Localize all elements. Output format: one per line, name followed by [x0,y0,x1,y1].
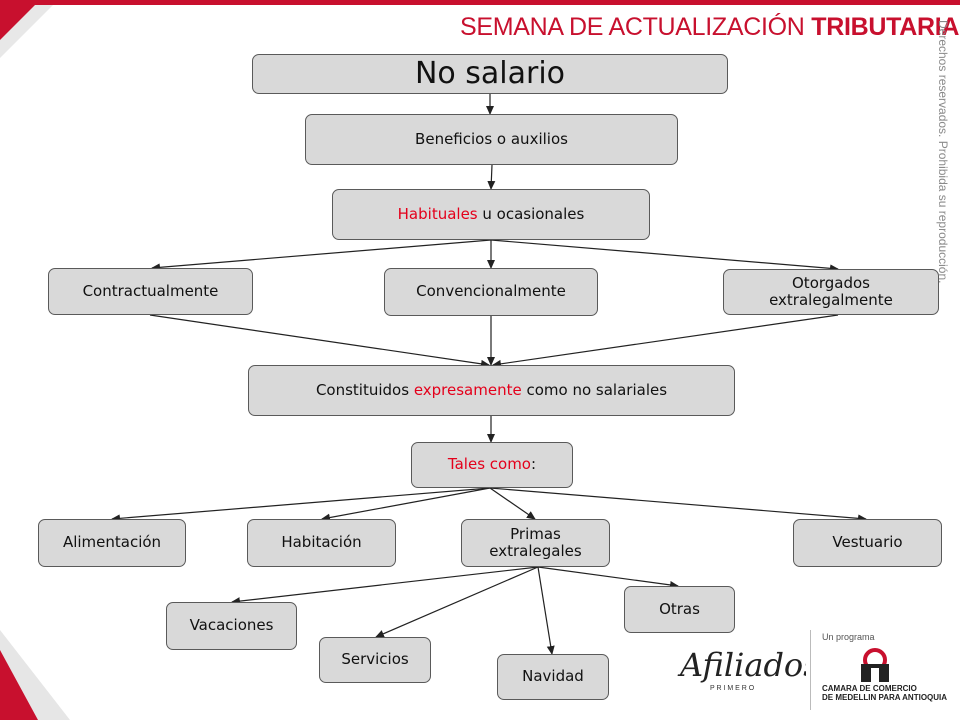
node-tales-colon: : [531,455,537,474]
edge-primas-otras [537,566,679,589]
node-otorgados: Otorgados extralegalmente [723,269,939,315]
node-no-salario-label: No salario [414,55,566,91]
edge-tales-alimentacion [111,487,491,523]
corner-decoration-red [0,0,40,40]
camara-name-line1: CAMARA DE COMERCIO [822,684,917,693]
edge-otorgados-constituidos [492,314,839,368]
node-tales-red-words: Tales como [447,455,531,474]
node-habituales: Habituales u ocasionales [332,189,650,240]
bottom-corner-decoration-red [0,650,38,720]
node-habitacion-label: Habitación [281,533,362,552]
node-habituales-rest: u ocasionales [477,204,585,223]
node-contractualmente-label: Contractualmente [82,281,219,300]
edge-primas-vacaciones [231,566,539,606]
header-title: SEMANA DE ACTUALIZACIÓN TRIBUTARIA [460,13,959,42]
edge-tales-habitacion [321,487,491,522]
node-beneficios-label: Beneficios o auxilios [415,129,568,148]
primero-text: P R I M E R O [710,685,755,692]
node-servicios-label: Servicios [341,650,409,669]
node-vestuario: Vestuario [793,519,942,567]
node-vacaciones: Vacaciones [166,602,297,650]
edge-contractual-constituidos [149,314,490,368]
node-vestuario-label: Vestuario [832,533,903,552]
node-no-salario: No salario [252,54,728,94]
node-constituidos-red-word: expresamente [413,380,522,399]
camara-logo-icon [855,648,895,684]
footer-divider [810,630,811,710]
node-vacaciones-label: Vacaciones [189,616,274,635]
edge-primas-navidad [537,566,555,655]
node-alimentacion-label: Alimentación [62,533,162,552]
node-otras-label: Otras [659,599,700,618]
node-servicios: Servicios [319,637,431,683]
afiliados-primero-logo: Afiliados P R I M E R O [676,630,820,710]
node-constituidos-part-a: Constituidos [315,380,414,399]
camara-name: CAMARA DE COMERCIO DE MEDELLIN PARA ANTI… [822,684,948,703]
node-convencionalmente-label: Convencionalmente [416,282,566,301]
edge-tales-primas [489,487,536,520]
programa-label: Un programa [822,632,875,642]
node-habituales-red-word: Habituales [397,204,478,223]
node-constituidos: Constituidos expresamente como no salari… [248,365,735,416]
afiliados-script-text: Afiliados [677,646,806,684]
node-tales-como: Tales como: [411,442,573,488]
header-title-bold: TRIBUTARIA [811,13,960,41]
node-habitacion: Habitación [247,519,396,567]
edge-habituales-otorgados [490,239,839,273]
node-otorgados-label: Otorgados extralegalmente [769,273,893,309]
node-contractualmente: Contractualmente [48,268,253,315]
node-primas: Primas extralegales [461,519,610,567]
node-navidad: Navidad [497,654,609,700]
top-accent-bar [0,0,960,5]
camara-name-line2: DE MEDELLIN PARA ANTIOQUIA [822,692,948,702]
header-title-regular: SEMANA DE ACTUALIZACIÓN [460,13,812,41]
node-alimentacion: Alimentación [38,519,186,567]
edge-beneficios-habituales [487,164,496,190]
node-otras: Otras [624,586,735,633]
edge-primas-servicios [375,566,539,638]
node-convencionalmente: Convencionalmente [384,268,598,316]
node-constituidos-part-b: como no salariales [521,380,668,399]
node-navidad-label: Navidad [522,667,584,686]
node-primas-label: Primas extralegales [489,524,582,560]
edge-tales-vestuario [489,487,867,523]
node-beneficios: Beneficios o auxilios [305,114,678,165]
edge-habituales-contractual [151,239,492,272]
